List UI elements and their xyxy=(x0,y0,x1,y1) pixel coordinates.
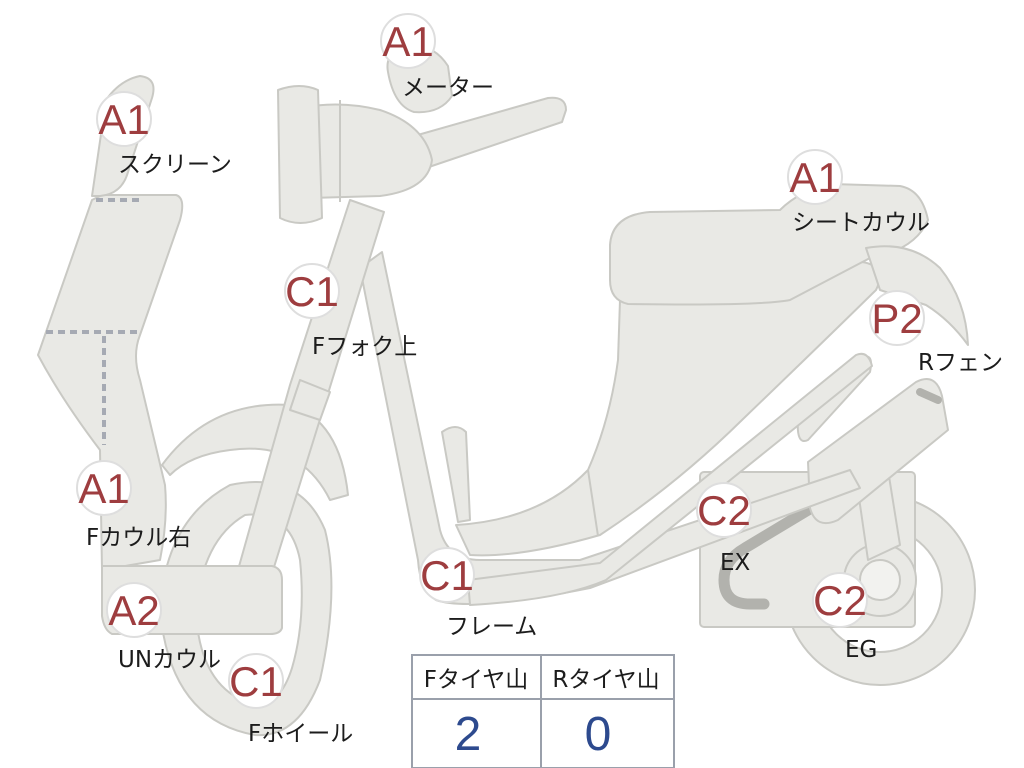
part-badge-frame: C1 フレーム xyxy=(419,547,537,640)
damage-code: C1 xyxy=(285,268,339,315)
damage-code: P2 xyxy=(871,295,922,342)
tire-table: Fタイヤ山 Rタイヤ山 2 0 xyxy=(411,654,675,768)
fork-lower xyxy=(289,379,331,421)
tire-table-header-front: Fタイヤ山 xyxy=(424,667,529,693)
part-label: メーター xyxy=(402,75,494,101)
seat xyxy=(609,183,929,306)
damage-code: C1 xyxy=(229,658,283,705)
exhaust-pipe xyxy=(718,486,844,610)
badge-circle xyxy=(380,13,436,69)
badge-circle xyxy=(228,653,284,709)
part-label: EX xyxy=(720,550,751,576)
badge-circle xyxy=(76,460,132,516)
part-label: EG xyxy=(845,637,877,663)
damage-code: C2 xyxy=(697,487,751,534)
badge-circle xyxy=(106,582,162,638)
damage-code: A1 xyxy=(382,18,433,65)
part-label: フレーム xyxy=(446,614,537,640)
part-label: スクリーン xyxy=(118,152,232,178)
badge-circle xyxy=(696,482,752,538)
part-label: Fフォク上 xyxy=(312,334,417,360)
frame-rail xyxy=(467,352,873,606)
part-label: Fホイール xyxy=(248,721,353,747)
badge-circle xyxy=(96,91,152,147)
badge-circle xyxy=(284,263,340,319)
damage-code: A1 xyxy=(78,465,129,512)
damage-code: A2 xyxy=(108,587,159,634)
handlebar xyxy=(399,96,567,171)
headlight xyxy=(277,85,433,224)
badge-circle xyxy=(419,547,475,603)
tire-table-value-rear: 0 xyxy=(585,708,612,761)
front-cowl-body xyxy=(37,194,184,571)
damage-code: A1 xyxy=(98,96,149,143)
badge-circle xyxy=(869,290,925,346)
tire-table-value-front: 2 xyxy=(455,708,482,761)
part-label: UNカウル xyxy=(118,647,221,673)
tire-table-header-rear: Rタイヤ山 xyxy=(552,667,659,693)
part-label: Rフェン xyxy=(918,350,1003,376)
damage-code: A1 xyxy=(789,154,840,201)
part-badge-screen: A1 スクリーン xyxy=(96,91,232,178)
seat-cowl-tail xyxy=(865,245,969,346)
part-label: シートカウル xyxy=(792,210,930,236)
part-label: Fカウル右 xyxy=(86,525,191,551)
badge-circle xyxy=(787,149,843,205)
leg-shield xyxy=(441,426,471,523)
part-badge-meter: A1 メーター xyxy=(380,13,494,101)
damage-code: C1 xyxy=(420,552,474,599)
part-badge-seat-cowl: A1 シートカウル xyxy=(787,149,930,236)
badge-circle xyxy=(812,572,868,628)
damage-code: C2 xyxy=(813,577,867,624)
